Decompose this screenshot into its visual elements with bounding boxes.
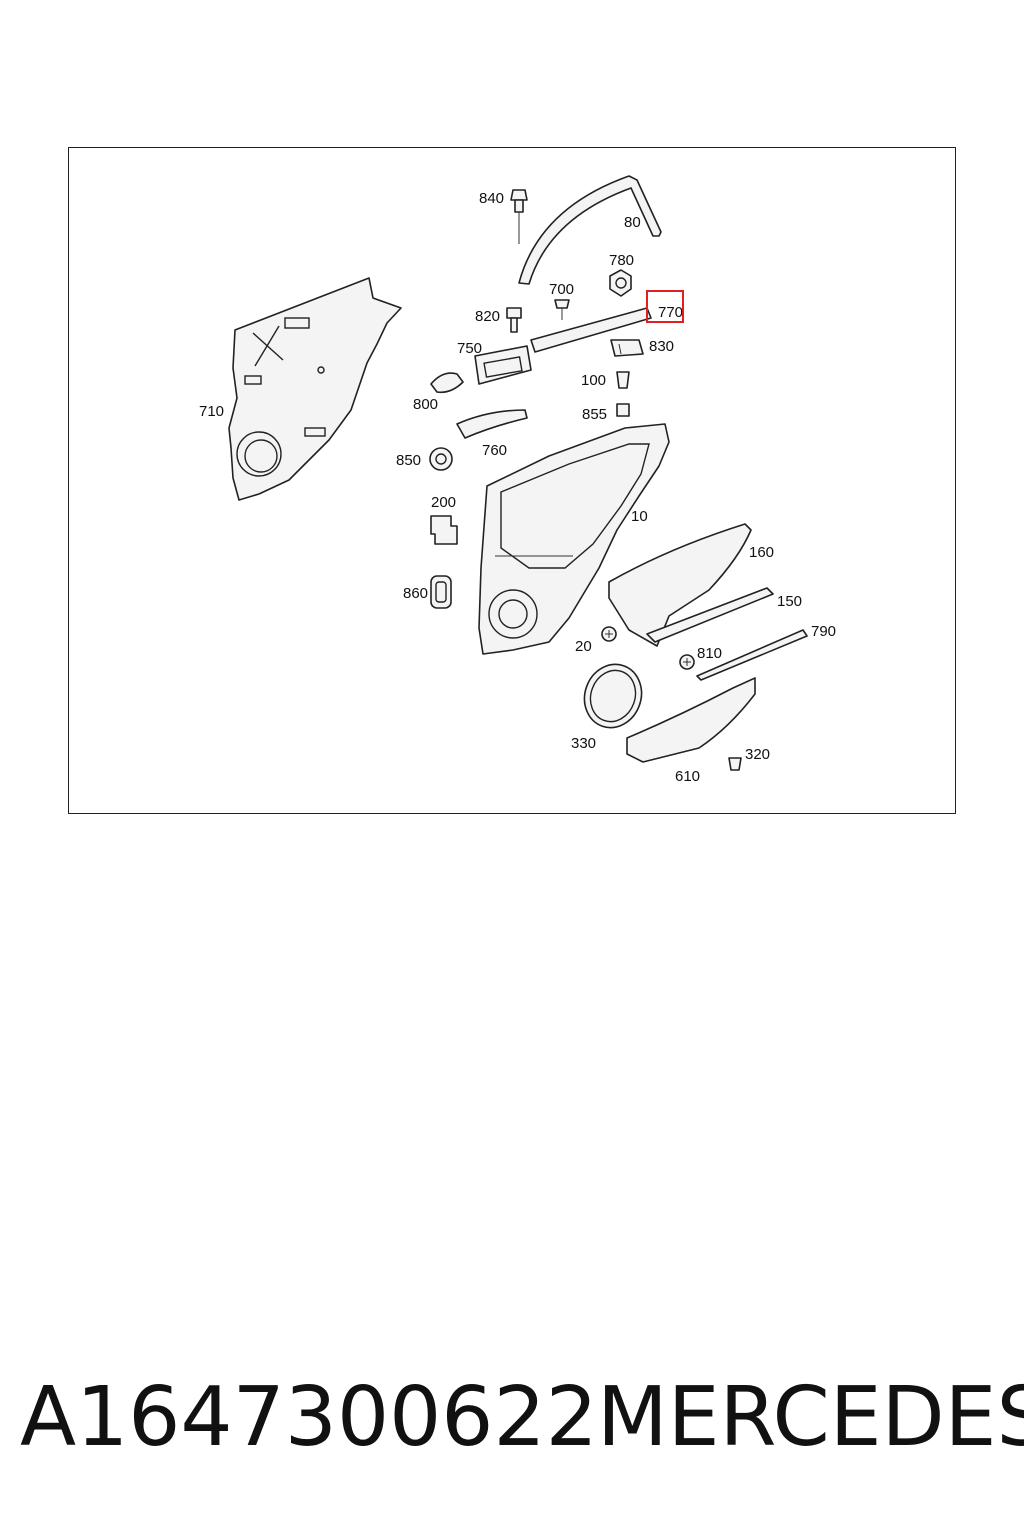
callout-20: 20 [575,638,592,655]
part-330-speaker-grille [583,663,643,729]
part-860-pocket [430,575,452,609]
callout-810: 810 [697,645,722,662]
highlight-box-770 [646,290,684,323]
callout-710: 710 [199,403,224,420]
part-150-bezel [646,587,774,643]
callout-860: 860 [403,585,428,602]
part-850-grommet [429,447,453,471]
exploded-door-panel-diagram: 840 80 780 700 820 770 750 830 100 800 8… [199,175,836,785]
part-840-bolt [510,189,528,244]
callout-780: 780 [609,252,634,269]
part-710-insulation [228,277,402,501]
callout-820: 820 [475,308,500,325]
callout-790: 790 [811,623,836,640]
part-610-lower-trim [626,677,756,763]
part-100-clip [616,371,630,389]
callout-10: 10 [631,508,648,525]
part-770-trim-strip [530,307,652,353]
callout-700: 700 [549,281,574,298]
part-820-screw [506,307,522,333]
callout-320: 320 [745,746,770,763]
part-number-text: A1647300622 [20,1370,598,1465]
callout-750: 750 [457,340,482,357]
callout-760: 760 [482,442,507,459]
callout-610: 610 [675,768,700,785]
part-810-screw [679,654,695,670]
part-780-nut [609,269,632,297]
part-160-armrest [608,523,752,647]
part-830-clip [610,339,644,357]
part-320-clip [728,757,742,771]
callout-850: 850 [396,452,421,469]
part-790-molding [696,629,808,681]
callout-800: 800 [413,396,438,413]
part-855-clip [616,403,630,417]
part-700-clip [554,299,570,320]
part-10-door-panel [478,423,670,655]
callout-150: 150 [777,593,802,610]
part-800-cover [430,372,464,394]
callout-100: 100 [581,372,606,389]
part-20-screw [601,626,617,642]
callout-80: 80 [624,214,641,231]
callout-160: 160 [749,544,774,561]
part-80-window-trim [518,175,662,285]
part-760-inner-handle [456,409,528,439]
callout-840: 840 [479,190,504,207]
callout-labels: 840 80 780 700 820 770 750 830 100 800 8… [199,190,836,785]
callout-200: 200 [431,494,456,511]
part-750-handle-housing [474,345,532,385]
part-200-bracket [430,515,458,545]
callout-830: 830 [649,338,674,355]
callout-855: 855 [582,406,607,423]
callout-330: 330 [571,735,596,752]
callout-770: 770 [658,304,683,321]
brand-text: MERCEDES [597,1370,1024,1465]
parts-diagram-frame: 840 80 780 700 820 770 750 830 100 800 8… [68,147,956,814]
